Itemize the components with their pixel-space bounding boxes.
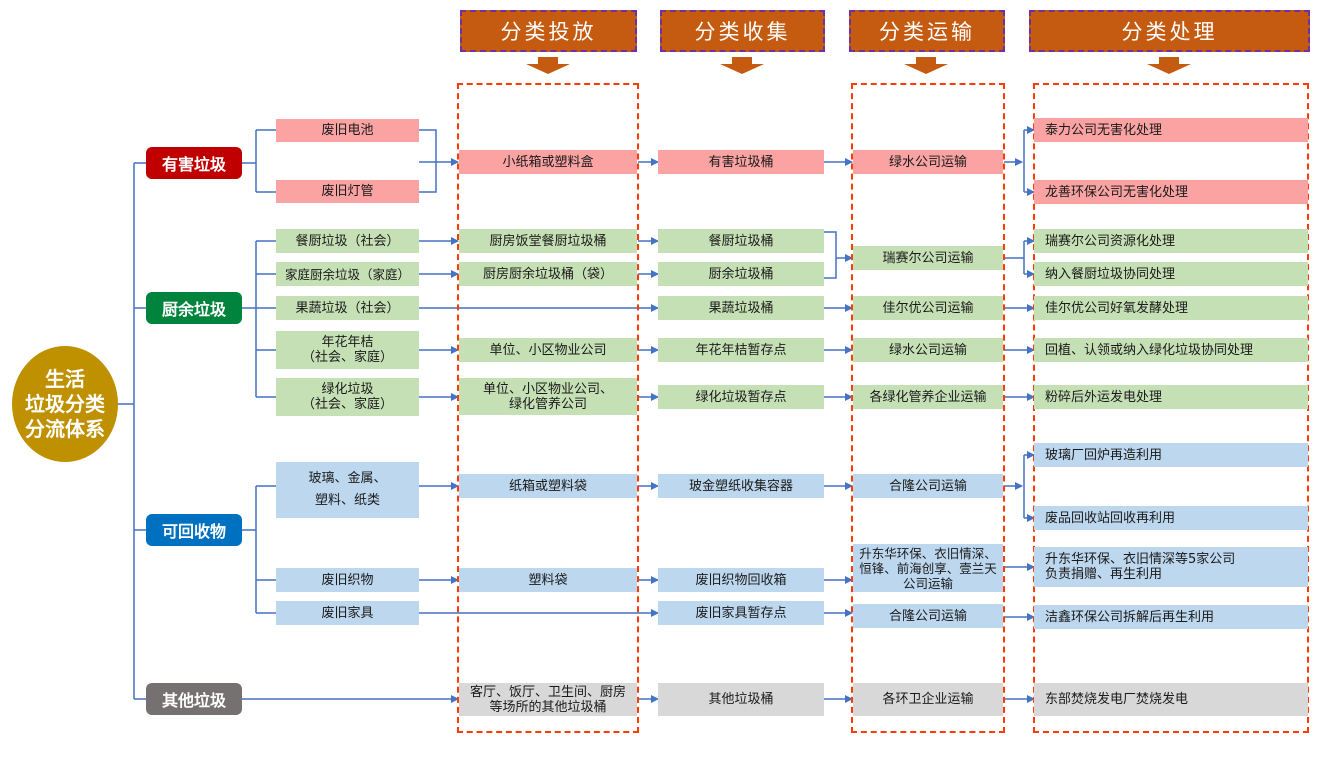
transport-greening: 各绿化管养企业运输 (853, 385, 1003, 409)
process-canteen-cooperative: 纳入餐厨垃圾协同处理 (1034, 262, 1308, 286)
item-battery: 废旧电池 (276, 119, 419, 142)
root-title-line2: 垃圾分类 (25, 391, 105, 416)
collect-furniture: 废旧家具暂存点 (658, 601, 824, 625)
item-glass-line2: 塑料、纸类 (314, 493, 380, 508)
put-glass: 纸箱或塑料袋 (459, 474, 637, 498)
category-recyclable: 可回收物 (146, 514, 242, 546)
collect-greening: 绿化垃圾暂存点 (658, 385, 824, 409)
item-greening-line1: 绿化垃圾 (321, 382, 374, 397)
put-greening: 单位、小区物业公司、绿化管养公司 (459, 378, 637, 415)
process-textile-line2: 负责捐赠、再生利用 (1045, 567, 1163, 582)
root-title: 生活 垃圾分类 分流体系 (12, 346, 118, 462)
item-flower-line2: （社会、家庭） (301, 350, 393, 365)
process-ruisaier: 瑞赛尔公司资源化处理 (1034, 229, 1308, 253)
collect-home-kitchen: 厨余垃圾桶 (658, 262, 824, 286)
process-flower: 回植、认领或纳入绿化垃圾协同处理 (1034, 338, 1308, 362)
header-collect: 分类收集 (660, 10, 825, 52)
collect-fruit: 果蔬垃圾桶 (658, 296, 824, 320)
item-furniture: 废旧家具 (276, 601, 419, 625)
item-flower-line1: 年花年桔 (321, 335, 374, 350)
collect-flower: 年花年桔暂存点 (658, 338, 824, 362)
header-transport: 分类运输 (849, 10, 1005, 52)
item-fruit: 果蔬垃圾（社会） (276, 296, 419, 320)
put-home-kitchen: 厨房厨余垃圾桶（袋） (459, 262, 637, 286)
item-greening: 绿化垃圾 （社会、家庭） (276, 378, 419, 416)
process-longshan: 龙善环保公司无害化处理 (1034, 180, 1308, 204)
collect-canteen: 餐厨垃圾桶 (658, 229, 824, 253)
item-home-kitchen: 家庭厨余垃圾（家庭） (276, 262, 419, 286)
transport-kitchen: 瑞赛尔公司运输 (853, 246, 1003, 270)
process-textile-line1: 升东华环保、衣旧情深等5家公司 (1045, 552, 1236, 567)
process-glass-factory: 玻璃厂回炉再造利用 (1034, 443, 1308, 467)
transport-flower: 绿水公司运输 (853, 338, 1003, 362)
process-recycle-station: 废品回收站回收再利用 (1034, 506, 1308, 530)
category-other: 其他垃圾 (146, 683, 242, 715)
process-taili: 泰力公司无害化处理 (1034, 118, 1308, 142)
collect-textile: 废旧织物回收箱 (658, 568, 824, 592)
header-put: 分类投放 (460, 10, 637, 52)
item-greening-line2: （社会、家庭） (301, 397, 393, 412)
process-greening: 粉碎后外运发电处理 (1034, 385, 1308, 409)
process-other: 东部焚烧发电厂焚烧发电 (1034, 683, 1308, 716)
put-flower: 单位、小区物业公司 (459, 338, 637, 362)
transport-furniture: 合隆公司运输 (853, 604, 1003, 628)
item-flower: 年花年桔 （社会、家庭） (276, 331, 419, 369)
put-hazardous: 小纸箱或塑料盒 (459, 150, 637, 174)
put-column-frame (457, 83, 639, 733)
process-furniture: 洁鑫环保公司拆解后再生利用 (1034, 605, 1308, 629)
transport-glass: 合隆公司运输 (853, 474, 1003, 498)
transport-textile: 升东华环保、衣旧情深、恒锋、前海创享、壹兰天公司运输 (853, 544, 1003, 592)
item-textile: 废旧织物 (276, 568, 419, 592)
root-title-line1: 生活 (45, 366, 85, 391)
root-title-line3: 分流体系 (25, 416, 105, 441)
transport-other: 各环卫企业运输 (853, 683, 1003, 716)
category-kitchen: 厨余垃圾 (146, 292, 242, 324)
transport-column-frame (851, 83, 1005, 733)
item-lamp: 废旧灯管 (276, 180, 419, 203)
transport-fruit: 佳尔优公司运输 (853, 296, 1003, 320)
collect-hazardous: 有害垃圾桶 (658, 150, 824, 174)
category-hazardous: 有害垃圾 (146, 147, 242, 179)
process-fruit: 佳尔优公司好氧发酵处理 (1034, 296, 1308, 320)
process-textile: 升东华环保、衣旧情深等5家公司 负责捐赠、再生利用 (1034, 547, 1308, 587)
item-canteen: 餐厨垃圾（社会） (276, 229, 419, 253)
header-process: 分类处理 (1029, 10, 1310, 52)
item-glass-line1: 玻璃、金属、 (308, 471, 387, 486)
put-textile: 塑料袋 (459, 568, 637, 592)
collect-other: 其他垃圾桶 (658, 683, 824, 716)
collect-glass: 玻金塑纸收集容器 (658, 474, 824, 498)
put-other: 客厅、饭厅、卫生间、厨房等场所的其他垃圾桶 (459, 683, 637, 716)
put-canteen: 厨房饭堂餐厨垃圾桶 (459, 229, 637, 253)
item-glass-metal: 玻璃、金属、 塑料、纸类 (276, 462, 419, 518)
header-arrows (526, 57, 1191, 74)
transport-hazardous: 绿水公司运输 (853, 150, 1003, 174)
